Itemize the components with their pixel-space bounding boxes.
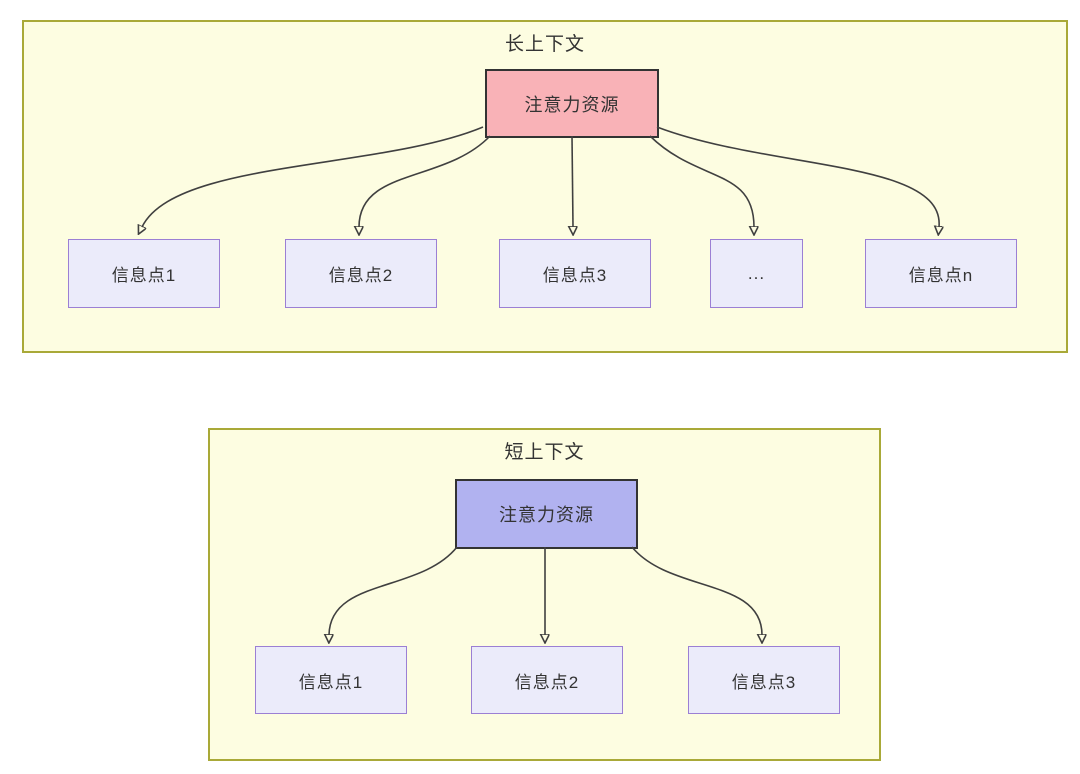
long-info-node-2: 信息点2: [285, 239, 437, 308]
short-context-title: 短上下文: [504, 442, 585, 463]
long-attention-node: 注意力资源: [485, 69, 659, 138]
short-info-node-1: 信息点1: [255, 646, 407, 714]
long-context-panel: 长上下文 注意力资源 信息点1 信息点2 信息点3 ... 信息点n: [22, 20, 1068, 353]
long-context-title: 长上下文: [504, 34, 585, 55]
short-info-node-3: 信息点3: [688, 646, 840, 714]
long-info-node-1: 信息点1: [68, 239, 220, 308]
long-info-node-3: 信息点3: [499, 239, 651, 308]
long-info-node-ellipsis: ...: [710, 239, 803, 308]
short-context-panel: 短上下文 注意力资源 信息点1 信息点2 信息点3: [208, 428, 881, 761]
long-info-node-n: 信息点n: [865, 239, 1017, 308]
short-info-node-2: 信息点2: [471, 646, 623, 714]
short-attention-node: 注意力资源: [455, 479, 638, 549]
